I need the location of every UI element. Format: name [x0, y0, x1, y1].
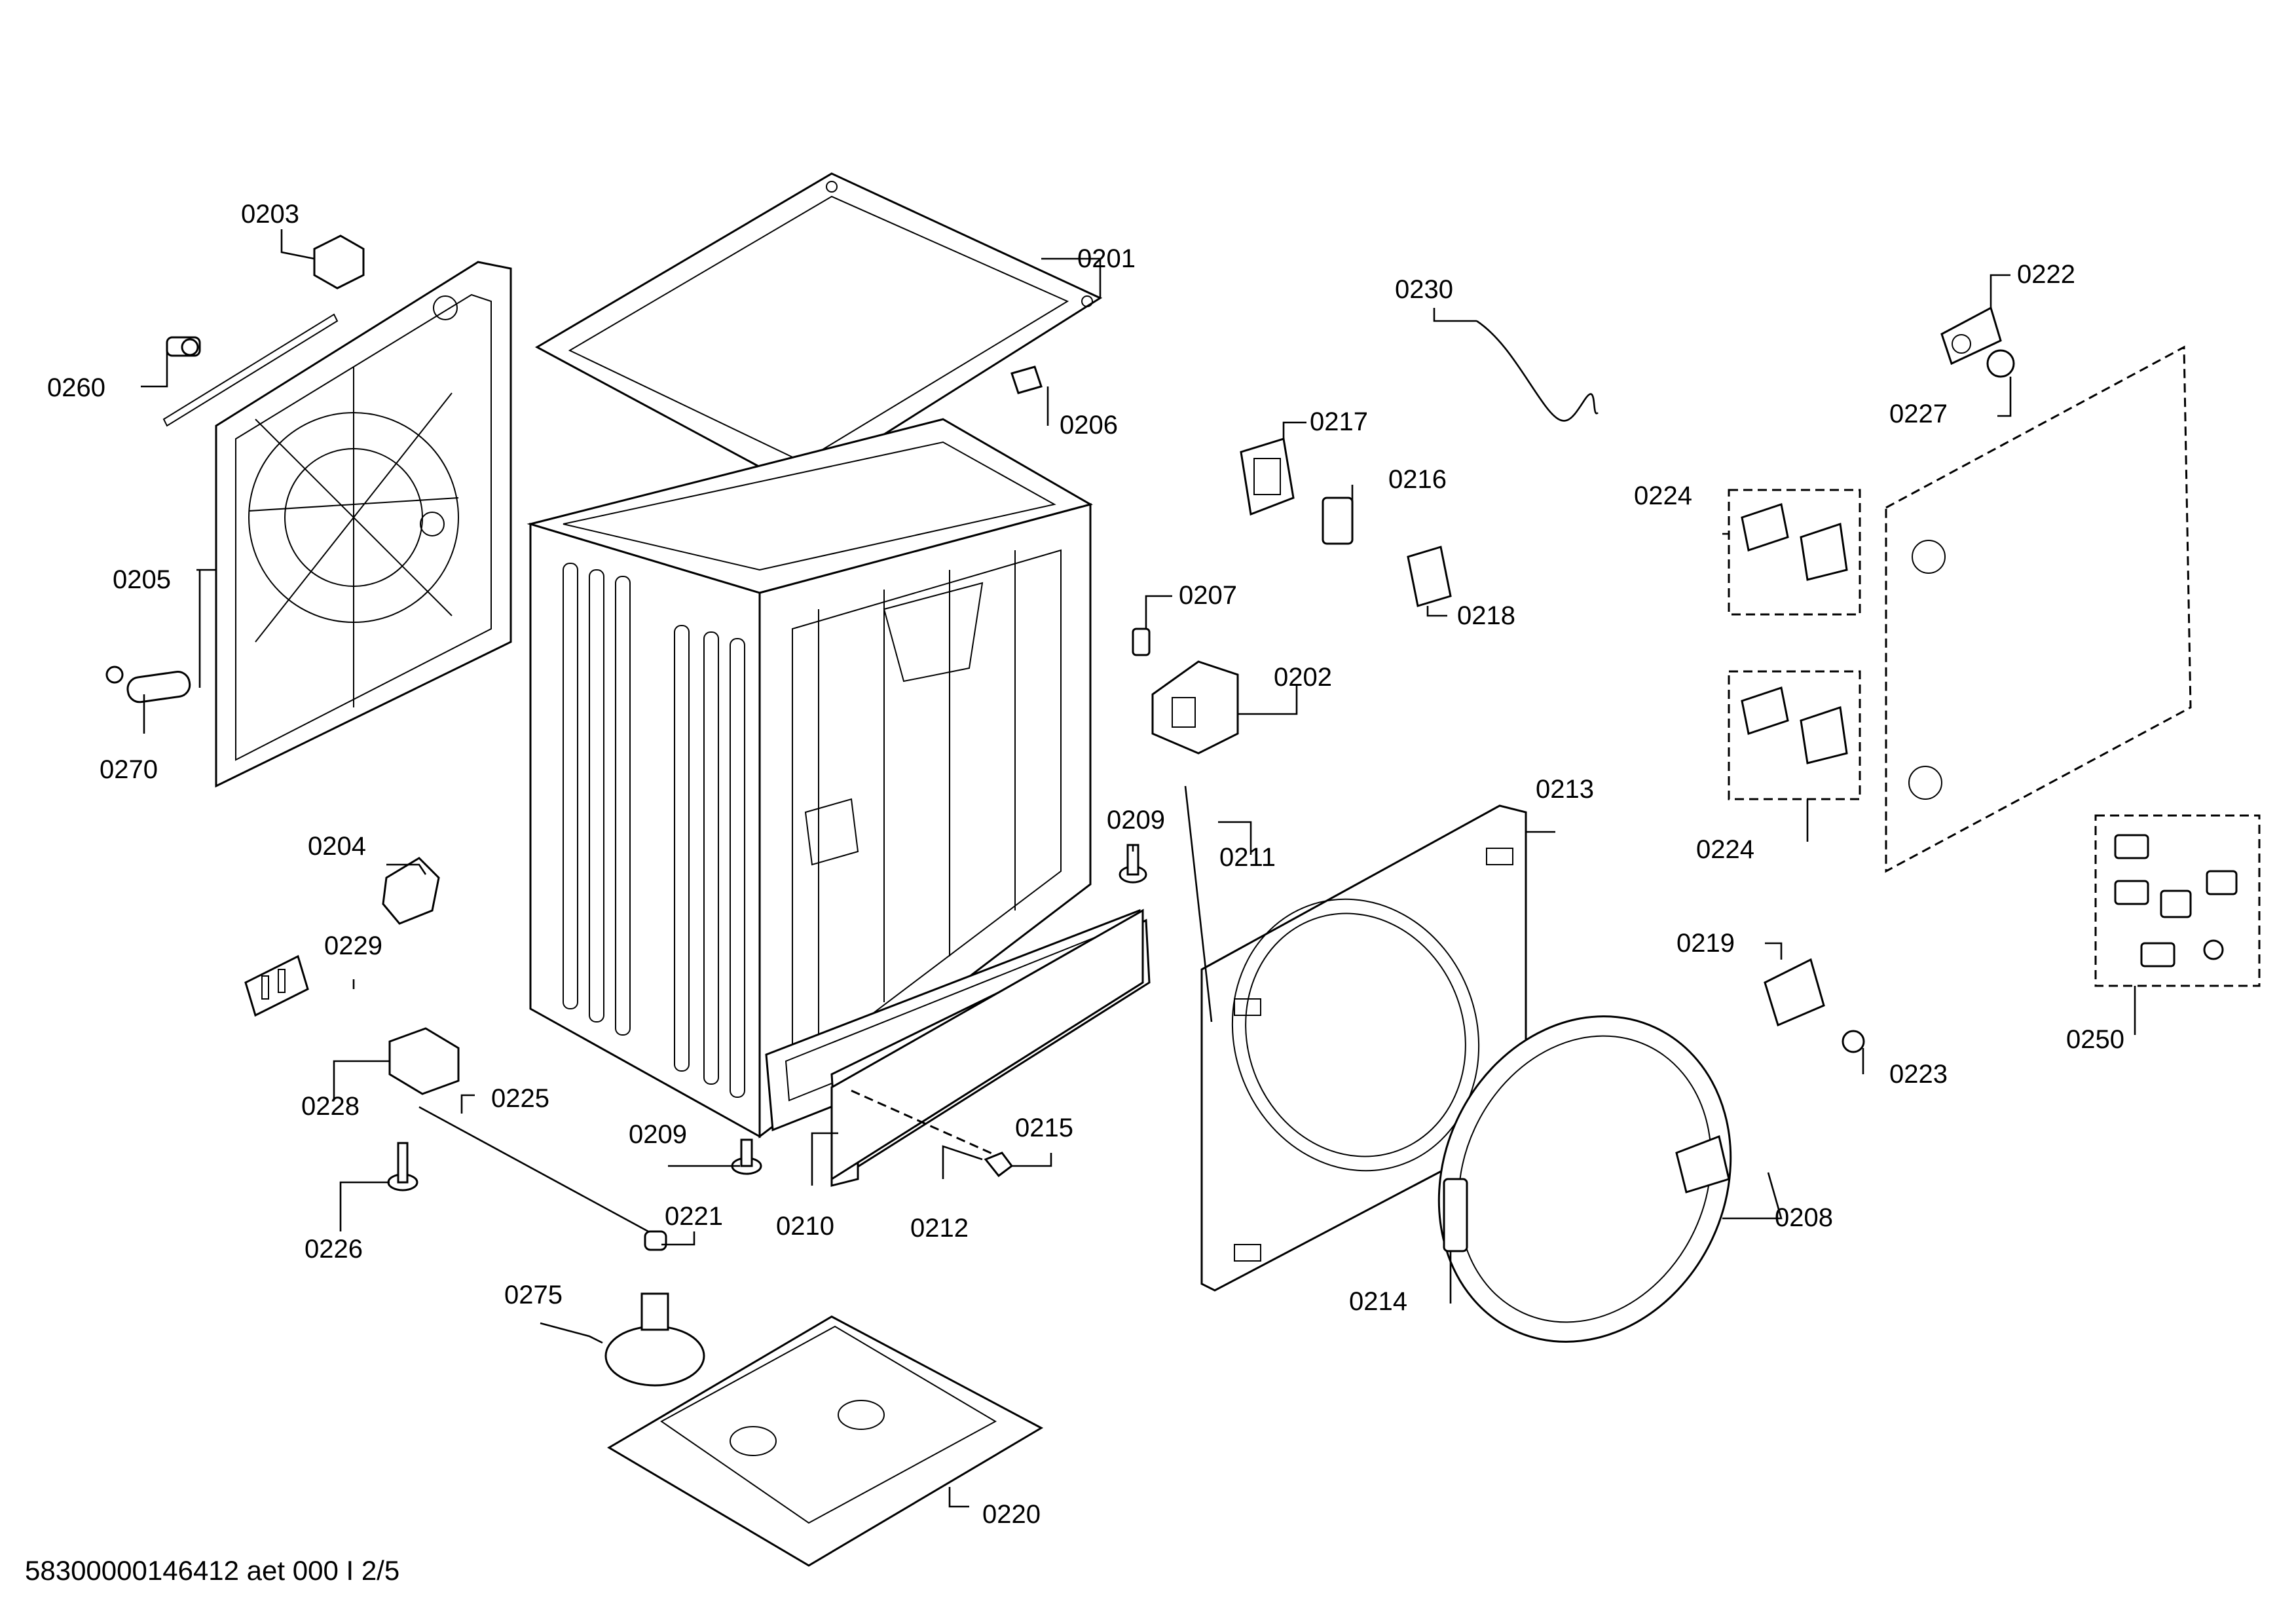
part-0227-shape[interactable]: [1986, 349, 2015, 378]
part-0229-shape[interactable]: [244, 954, 309, 1017]
label-0204: 0204: [308, 832, 366, 861]
label-0223: 0223: [1889, 1060, 1948, 1089]
part-0209-shape-upper[interactable]: [1119, 844, 1147, 884]
label-0215: 0215: [1015, 1114, 1073, 1142]
part-0215-shape[interactable]: [984, 1152, 1014, 1178]
part-0221-shape[interactable]: [644, 1230, 667, 1251]
label-0212: 0212: [910, 1214, 969, 1243]
label-0228: 0228: [301, 1092, 360, 1121]
label-0250: 0250: [2066, 1025, 2124, 1054]
label-0229: 0229: [324, 931, 382, 960]
document-id: 58300000146412 aet 000 I 2/5: [25, 1555, 399, 1586]
label-0222: 0222: [2017, 260, 2075, 289]
part-0217-shape[interactable]: [1240, 438, 1295, 516]
part-0204-shape[interactable]: [382, 857, 440, 925]
part-0260-shape[interactable]: [166, 336, 201, 357]
part-0222-shape[interactable]: [1940, 306, 2002, 366]
part-0219-shape[interactable]: [1764, 958, 1825, 1027]
part-0226-shape[interactable]: [387, 1142, 418, 1192]
part-0206-shape[interactable]: [1010, 366, 1043, 394]
label-0224-lower: 0224: [1696, 835, 1754, 864]
part-0202-shape[interactable]: [1151, 660, 1239, 755]
label-0260: 0260: [47, 373, 105, 402]
label-0211: 0211: [1219, 843, 1276, 872]
leader-lines: [141, 229, 2136, 1508]
label-0205: 0205: [113, 565, 171, 594]
label-0209-upper: 0209: [1107, 806, 1165, 835]
label-0208: 0208: [1775, 1203, 1833, 1232]
label-0202: 0202: [1274, 663, 1332, 692]
label-0270: 0270: [100, 755, 158, 784]
hinge-set-upper[interactable]: [1728, 489, 1861, 616]
label-0220: 0220: [982, 1500, 1041, 1529]
base-tray[interactable]: [607, 1315, 1044, 1567]
part-0270-shape[interactable]: [105, 666, 191, 704]
rear-panel[interactable]: [215, 261, 512, 788]
label-0216: 0216: [1388, 465, 1447, 494]
part-0216-shape[interactable]: [1322, 497, 1354, 545]
label-0224-upper: 0224: [1634, 481, 1692, 510]
label-0209-lower: 0209: [629, 1120, 687, 1149]
side-panel-ribs: [563, 563, 745, 1098]
part-labels: 0201 0202 0203 0204 0205 0206 0207 0208 …: [47, 200, 2124, 1529]
label-0217: 0217: [1310, 407, 1368, 436]
label-0218: 0218: [1457, 601, 1515, 630]
label-0221: 0221: [665, 1202, 723, 1231]
label-0219: 0219: [1676, 929, 1735, 958]
label-0213: 0213: [1536, 775, 1594, 804]
part-0218-shape[interactable]: [1407, 546, 1452, 607]
part-0228-shape[interactable]: [388, 1027, 460, 1095]
label-0210: 0210: [776, 1212, 834, 1241]
door-ring[interactable]: [1386, 968, 1783, 1390]
part-0225-shape[interactable]: [418, 1106, 649, 1233]
service-panel[interactable]: [830, 909, 1144, 1181]
part-0211-shape[interactable]: [1184, 785, 1213, 1023]
door-glass-outline: [1885, 345, 2192, 873]
part-0230-shape[interactable]: [1476, 320, 1599, 422]
part-0207-shape[interactable]: [1132, 628, 1151, 656]
part-0203-shape[interactable]: [313, 235, 365, 290]
label-0201: 0201: [1077, 244, 1136, 273]
part-0209-shape-lower[interactable]: [731, 1138, 762, 1175]
label-0275: 0275: [504, 1281, 563, 1309]
label-0207: 0207: [1179, 581, 1237, 610]
part-0214-shape[interactable]: [1443, 1178, 1468, 1252]
cabinet-body[interactable]: [527, 418, 1093, 1139]
label-0203: 0203: [241, 200, 299, 229]
label-0226: 0226: [305, 1235, 363, 1264]
label-0206: 0206: [1060, 411, 1118, 440]
part-0275-shape[interactable]: [604, 1292, 705, 1387]
part-0223-shape[interactable]: [1842, 1030, 1865, 1053]
rear-strip: [162, 313, 339, 427]
label-0230: 0230: [1395, 275, 1453, 304]
label-0225: 0225: [491, 1084, 549, 1113]
label-0227: 0227: [1889, 400, 1948, 428]
parts-kit[interactable]: [2094, 814, 2261, 987]
top-cover[interactable]: [534, 172, 1103, 489]
label-0214: 0214: [1349, 1287, 1407, 1316]
hinge-set-lower[interactable]: [1728, 670, 1861, 800]
